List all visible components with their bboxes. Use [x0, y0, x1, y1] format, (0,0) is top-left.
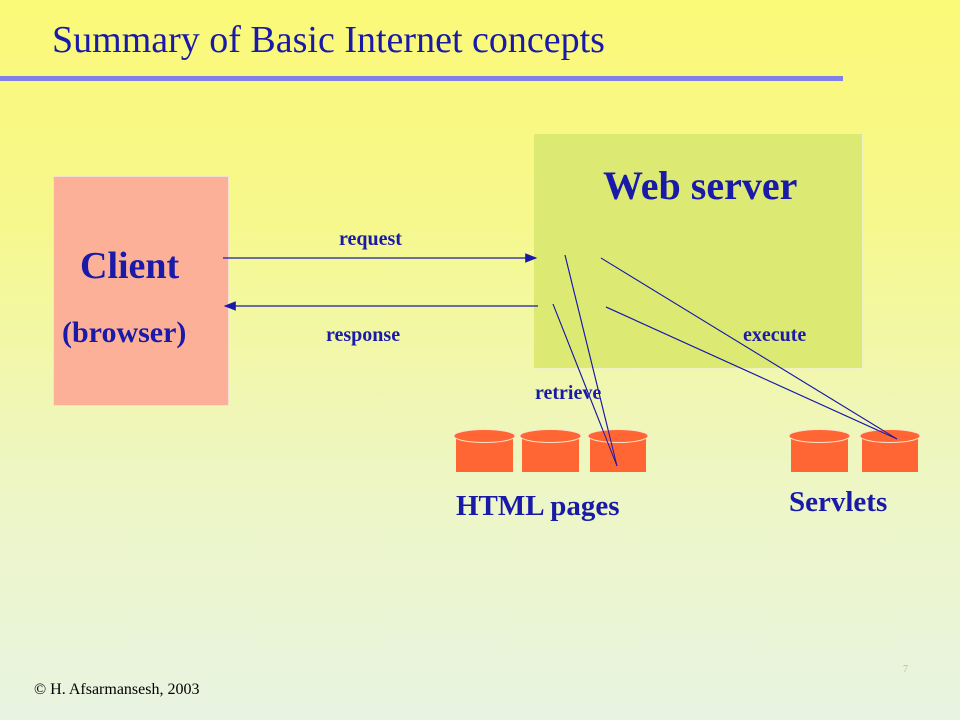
html-pages-label: HTML pages [456, 490, 620, 522]
servlets-label: Servlets [789, 486, 888, 518]
retrieve-label: retrieve [535, 382, 602, 404]
response-label: response [326, 324, 401, 346]
web-server-box [533, 133, 863, 369]
html-page-cylinder-2 [519, 429, 582, 472]
client-title: Client [80, 245, 180, 287]
web-server-title: Web server [603, 163, 798, 208]
client-box [53, 176, 229, 406]
execute-line-overlay-2 [605, 306, 898, 440]
retrieve-line-overlay-2 [552, 303, 618, 467]
client-subtitle: (browser) [62, 316, 187, 349]
request-label: request [339, 228, 402, 250]
execute-label: execute [743, 324, 807, 346]
html-page-cylinder-3 [587, 429, 649, 472]
execute-line-overlay [600, 257, 898, 440]
html-page-cylinder-1 [453, 429, 516, 472]
servlet-cylinder-1 [788, 429, 851, 472]
page-number: 7 [903, 664, 908, 675]
copyright-notice: © H. Afsarmansesh, 2003 [34, 681, 200, 698]
slide-title: Summary of Basic Internet concepts [52, 19, 605, 61]
retrieve-line-overlay [564, 254, 618, 467]
title-underline [0, 76, 843, 81]
